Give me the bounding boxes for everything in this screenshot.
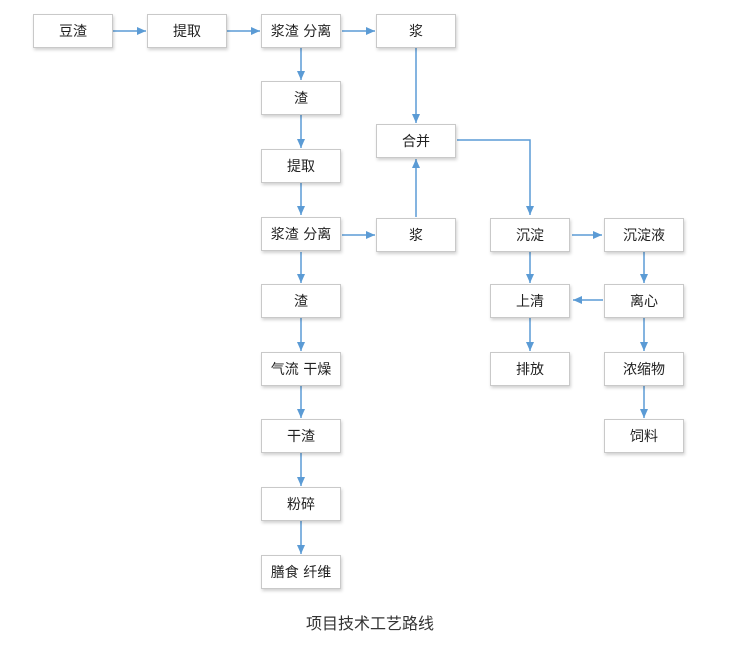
node-fenli-1: 浆渣 分离 <box>261 14 341 48</box>
node-fenli-2: 浆渣 分离 <box>261 217 341 251</box>
node-siliao: 饲料 <box>604 419 684 453</box>
node-zha-2: 渣 <box>261 284 341 318</box>
node-douzha: 豆渣 <box>33 14 113 48</box>
node-lixin: 离心 <box>604 284 684 318</box>
node-shanshi-xianwei: 膳食 纤维 <box>261 555 341 589</box>
node-fensui: 粉碎 <box>261 487 341 521</box>
node-qiliu-ganzao: 气流 干燥 <box>261 352 341 386</box>
node-zha-1: 渣 <box>261 81 341 115</box>
node-ganzha: 干渣 <box>261 419 341 453</box>
node-jiang-1: 浆 <box>376 14 456 48</box>
node-tiqu-1: 提取 <box>147 14 227 48</box>
node-chendian: 沉淀 <box>490 218 570 252</box>
node-hebing: 合并 <box>376 124 456 158</box>
diagram-caption: 项目技术工艺路线 <box>305 614 434 633</box>
node-tiqu-2: 提取 <box>261 149 341 183</box>
node-chendianye: 沉淀液 <box>604 218 684 252</box>
node-paifang: 排放 <box>490 352 570 386</box>
node-jiang-2: 浆 <box>376 218 456 252</box>
node-nongsuowu: 浓缩物 <box>604 352 684 386</box>
arrow-hebing-chendian <box>457 139 534 215</box>
node-shangqing: 上清 <box>490 284 570 318</box>
